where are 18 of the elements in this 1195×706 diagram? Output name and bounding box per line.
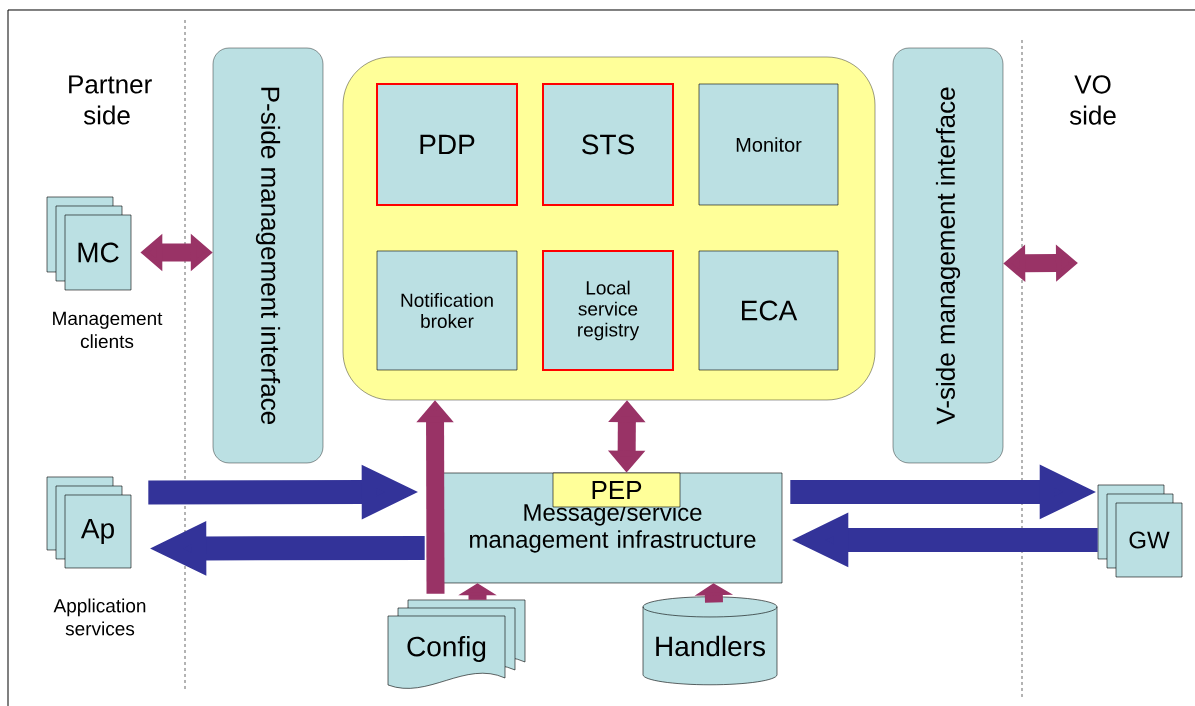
component-box: PEP	[552, 472, 681, 508]
interface-panel: P-side management interface	[212, 47, 324, 464]
document-stack: Config	[387, 599, 526, 689]
page-stack: Ap	[46, 476, 132, 569]
database-cylinder: Handlers	[642, 596, 778, 686]
interface-panel: V-side management interface	[892, 47, 1004, 464]
page-stack: MC	[46, 196, 132, 291]
page-stack: GW	[1097, 484, 1183, 578]
component-box: ECA	[698, 250, 839, 371]
component-box: PDP	[376, 83, 518, 206]
component-box: STS	[542, 83, 674, 206]
component-box: Monitor	[698, 83, 839, 206]
component-box: Notification broker	[376, 250, 518, 371]
side-label: Partner side	[69, 75, 152, 125]
node-caption: Management clients	[53, 311, 163, 349]
node-caption: Application services	[53, 598, 146, 636]
side-label: VO side	[1069, 75, 1116, 125]
component-box: Local service registry	[542, 250, 674, 371]
